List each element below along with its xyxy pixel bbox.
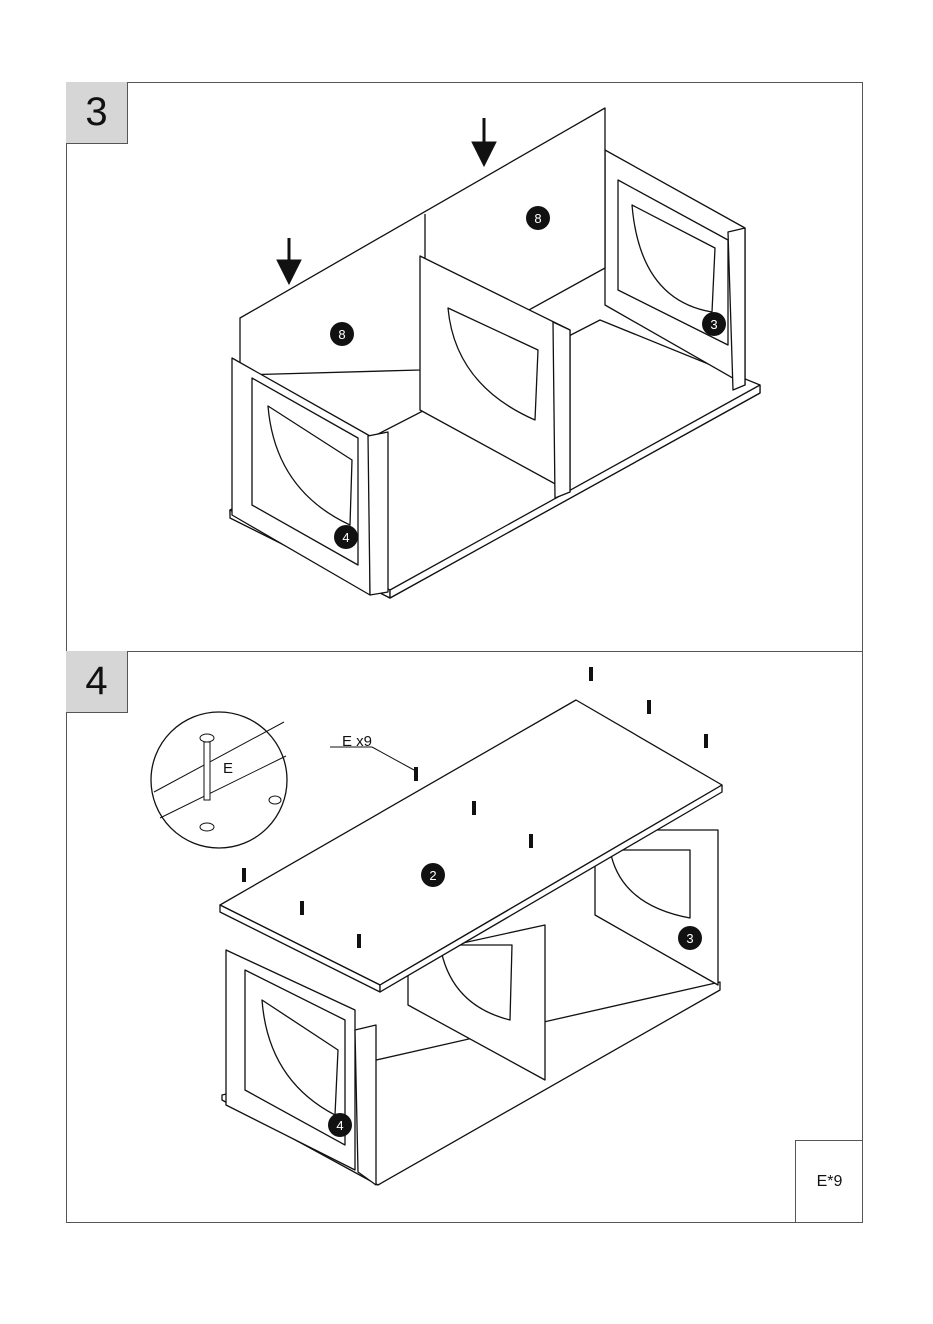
part-label-4-step4: 4 (336, 1118, 343, 1133)
screw-letter: E (223, 760, 233, 777)
part-label-3-step4: 3 (686, 931, 693, 946)
part-label-2: 2 (429, 868, 436, 883)
screw-callout: E x9 (342, 733, 372, 750)
quantity-box: E*9 (795, 1140, 863, 1223)
screw-detail: E (151, 712, 287, 848)
